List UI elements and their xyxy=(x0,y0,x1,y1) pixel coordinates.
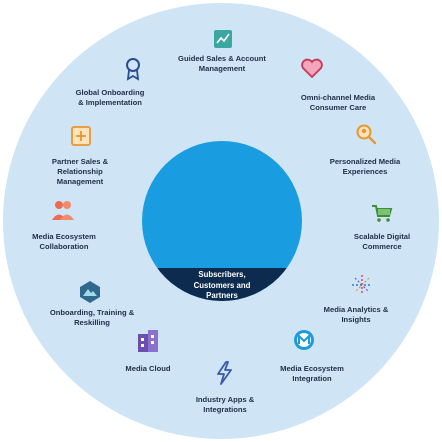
label-personalized-media: Personalized Media Experiences xyxy=(329,157,401,176)
mulesoft-icon xyxy=(294,330,314,350)
center-label: Subscribers, Customers and Partners xyxy=(193,270,251,300)
add-document-icon xyxy=(71,126,91,146)
label-omni-channel: Omni-channel Media Consumer Care xyxy=(300,93,376,112)
label-scalable-commerce: Scalable Digital Commerce xyxy=(353,232,411,251)
label-media-cloud: Media Cloud xyxy=(125,364,171,373)
sparkle-icon xyxy=(352,275,372,295)
label-guided-sales: Guided Sales & Account Management xyxy=(178,54,266,73)
trailhead-icon xyxy=(80,281,100,303)
shopping-cart-icon xyxy=(372,205,393,222)
heart-icon xyxy=(301,58,323,79)
label-ecosystem-collaboration: Media Ecosystem Collaboration xyxy=(32,232,96,251)
building-icon xyxy=(138,330,158,352)
lightning-icon xyxy=(217,361,232,385)
label-global-onboarding: Global Onboarding & Implementation xyxy=(75,88,145,107)
label-industry-apps: Industry Apps & Integrations xyxy=(195,395,255,414)
search-person-icon xyxy=(356,124,377,145)
people-icon xyxy=(52,201,74,220)
label-partner-sales: Partner Sales & Relationship Management xyxy=(51,157,109,186)
label-media-analytics: Media Analytics & Insights xyxy=(323,305,389,324)
chart-icon xyxy=(214,30,232,48)
label-ecosystem-integration: Media Ecosystem Integration xyxy=(280,364,344,383)
label-onboarding-training: Onboarding, Training & Reskilling xyxy=(49,308,135,327)
badge-icon xyxy=(126,58,140,81)
